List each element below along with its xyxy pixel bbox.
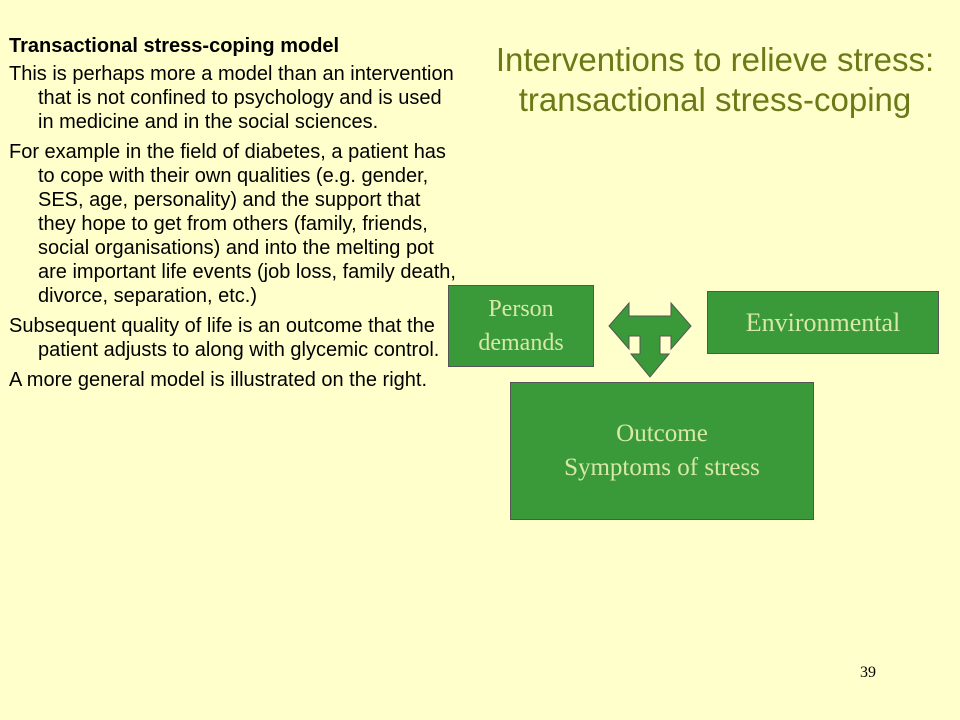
paragraph-3: Subsequent quality of life is an outcome… [9, 315, 440, 361]
person-box-line-1: Person [488, 296, 554, 322]
paragraph-1: This is perhaps more a model than an int… [9, 63, 454, 133]
page-number: 39 [860, 664, 876, 681]
environmental-box: Environmental [707, 291, 939, 354]
environmental-label: Environmental [745, 307, 901, 337]
slide-title: Interventions to relieve stress: transac… [495, 41, 935, 118]
outcome-box: Outcome Symptoms of stress [510, 382, 814, 520]
paragraph-2: For example in the field of diabetes, a … [9, 141, 456, 307]
outcome-box-line-1: Outcome [616, 420, 708, 447]
paragraph-4: A more general model is illustrated on t… [9, 369, 427, 391]
person-demands-box: Person demands [448, 285, 594, 367]
description-text: Transactional stress-coping model This i… [9, 30, 461, 398]
section-heading: Transactional stress-coping model [9, 35, 340, 57]
three-way-arrow-icon [608, 302, 692, 378]
person-box-line-2: demands [478, 330, 564, 356]
outcome-box-line-2: Symptoms of stress [564, 454, 760, 481]
